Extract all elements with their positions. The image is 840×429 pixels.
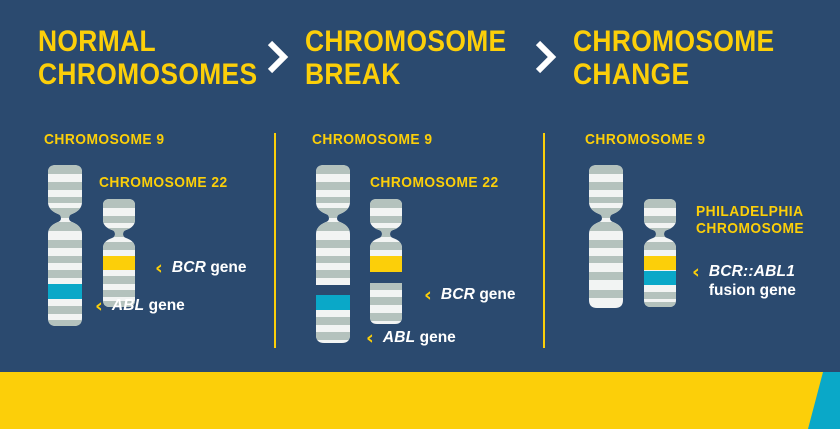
gene-suffix-bcr-2: gene xyxy=(475,286,516,303)
chrom-label-philadelphia: PHILADELPHIA CHROMOSOME xyxy=(696,203,805,237)
chevron-right-icon xyxy=(265,40,291,74)
divider-2 xyxy=(543,133,545,348)
chromosome-22-broken-upper xyxy=(366,198,406,273)
chevron-right-icon-2 xyxy=(533,40,559,74)
chevron-left-icon: ‹ xyxy=(692,261,700,283)
panel-title-break: CHROMOSOME BREAK xyxy=(305,25,507,91)
callout-abl-panel1: ‹ ABL gene xyxy=(95,296,185,316)
callout-bcr-panel1: ‹ BCR gene xyxy=(155,258,247,278)
callout-abl-panel2: ‹ ABL gene xyxy=(366,328,456,348)
callout-bcr-panel2: ‹ BCR gene xyxy=(424,285,516,305)
callout-abl-text: ABL gene xyxy=(112,296,185,315)
chromosome-22-normal xyxy=(99,198,139,308)
callout-bcr-text-2: BCR gene xyxy=(441,285,516,304)
gene-suffix-bcr: gene xyxy=(206,259,247,276)
callout-bcr-text: BCR gene xyxy=(172,258,247,277)
chromosome-22-broken-lower xyxy=(366,283,406,325)
chrom-label-9-panel3: CHROMOSOME 9 xyxy=(585,131,706,148)
bottom-bar-yellow xyxy=(0,372,823,429)
chrom-label-9-panel1: CHROMOSOME 9 xyxy=(44,131,165,148)
gene-name-abl: ABL xyxy=(111,297,145,314)
chrom-label-22-panel1: CHROMOSOME 22 xyxy=(99,174,228,191)
chromosome-9-derivative xyxy=(584,164,628,309)
chromosome-9-broken-lower xyxy=(311,295,355,344)
gene-name-abl-2: ABL xyxy=(382,329,416,346)
chevron-left-icon: ‹ xyxy=(424,284,432,306)
chevron-left-icon: ‹ xyxy=(155,257,163,279)
divider-1 xyxy=(274,133,276,348)
callout-abl-text-2: ABL gene xyxy=(383,328,456,347)
chrom-label-9-panel2: CHROMOSOME 9 xyxy=(312,131,433,148)
gene-suffix-abl-2: gene xyxy=(415,329,456,346)
panel-title-change: CHROMOSOME CHANGE xyxy=(573,25,775,91)
chevron-left-icon: ‹ xyxy=(366,327,374,349)
gene-name-bcr-2: BCR xyxy=(440,286,476,303)
gene-name-fusion: BCR::ABL1 xyxy=(708,263,796,280)
gene-suffix-abl: gene xyxy=(144,297,185,314)
philadelphia-chromosome xyxy=(640,198,680,308)
chrom-label-22-panel2: CHROMOSOME 22 xyxy=(370,174,499,191)
gene-fusion-line2: fusion gene xyxy=(708,282,796,299)
panel-title-normal: NORMAL CHROMOSOMES xyxy=(38,25,258,91)
chevron-left-icon: ‹ xyxy=(95,295,103,317)
gene-name-bcr: BCR xyxy=(171,259,207,276)
chromosome-9-broken-upper xyxy=(311,164,355,286)
chromosome-9-normal xyxy=(43,164,87,328)
